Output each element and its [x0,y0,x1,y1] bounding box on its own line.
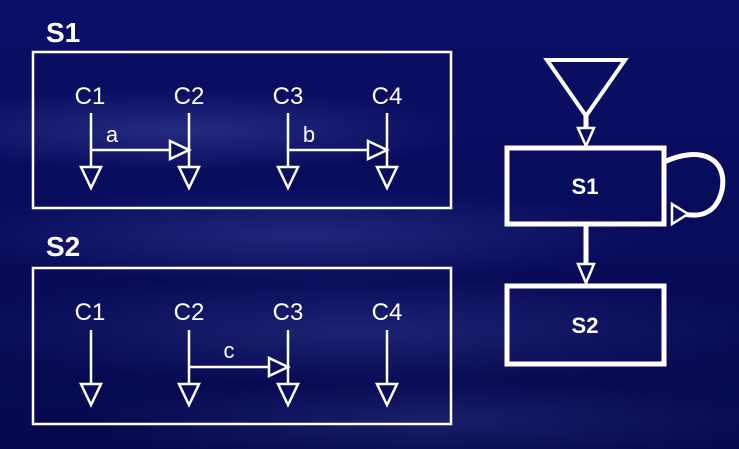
panel-s2-column-c4: C4 [372,299,403,408]
state-diagram: S1 S2 [504,58,726,367]
arrowhead-down-icon [375,382,399,408]
panel-s1-column-label: C3 [273,83,304,110]
state-s2-label: S2 [572,313,599,338]
panel-s1-edge-b: b [288,122,390,161]
initial-state-icon [543,58,629,120]
panel-s1-column-label: C1 [75,83,106,110]
arrowhead-down-icon [576,126,596,150]
panel-s1-column-c4: C4 [372,83,403,191]
state-s2-box [504,283,667,367]
arrowhead-right-icon [366,139,390,161]
arrowhead-right-icon [168,139,192,161]
panel-s2-title: S2 [46,231,80,262]
arrowhead-down-icon [576,262,596,287]
panel-s2-edge-c: c [189,338,291,378]
panel-s1-column-c1: C1 [75,83,106,191]
panel-s1-title: S1 [46,17,80,48]
arrowhead-down-icon [276,382,300,408]
panel-s1-edge-a: a [91,122,192,161]
panel-s1-column-label: C2 [174,83,205,110]
panel-s1-frame [31,50,453,210]
self-loop-transition [662,152,726,218]
edge-label: b [303,122,315,147]
panel-s2-column-label: C2 [174,299,205,326]
state-s1-label: S1 [572,174,599,199]
panel-s2-column-label: C4 [372,299,403,326]
panel-s2-column-c1: C1 [75,299,106,408]
panel-s2-column-c3: C3 [273,299,304,408]
panel-s1-column-c3: C3 [273,83,304,191]
arrowhead-down-icon [276,165,300,191]
arrowhead-down-icon [177,382,201,408]
edge-label: a [106,122,119,147]
panel-s2-column-label: C1 [75,299,106,326]
edge-label: c [224,338,235,363]
arrowhead-down-icon [375,165,399,191]
panel-s2-frame [31,266,453,426]
panel-s1-column-c2: C2 [174,83,205,191]
panel-s2-column-label: C3 [273,299,304,326]
panel-s1-column-label: C4 [372,83,403,110]
arrowhead-down-icon [79,165,103,191]
arrowhead-right-icon [267,356,291,378]
arrowhead-down-icon [79,382,103,408]
arrowhead-right-icon [670,201,691,227]
arrowhead-down-icon [177,165,201,191]
panel-s2-column-c2: C2 [174,299,205,408]
